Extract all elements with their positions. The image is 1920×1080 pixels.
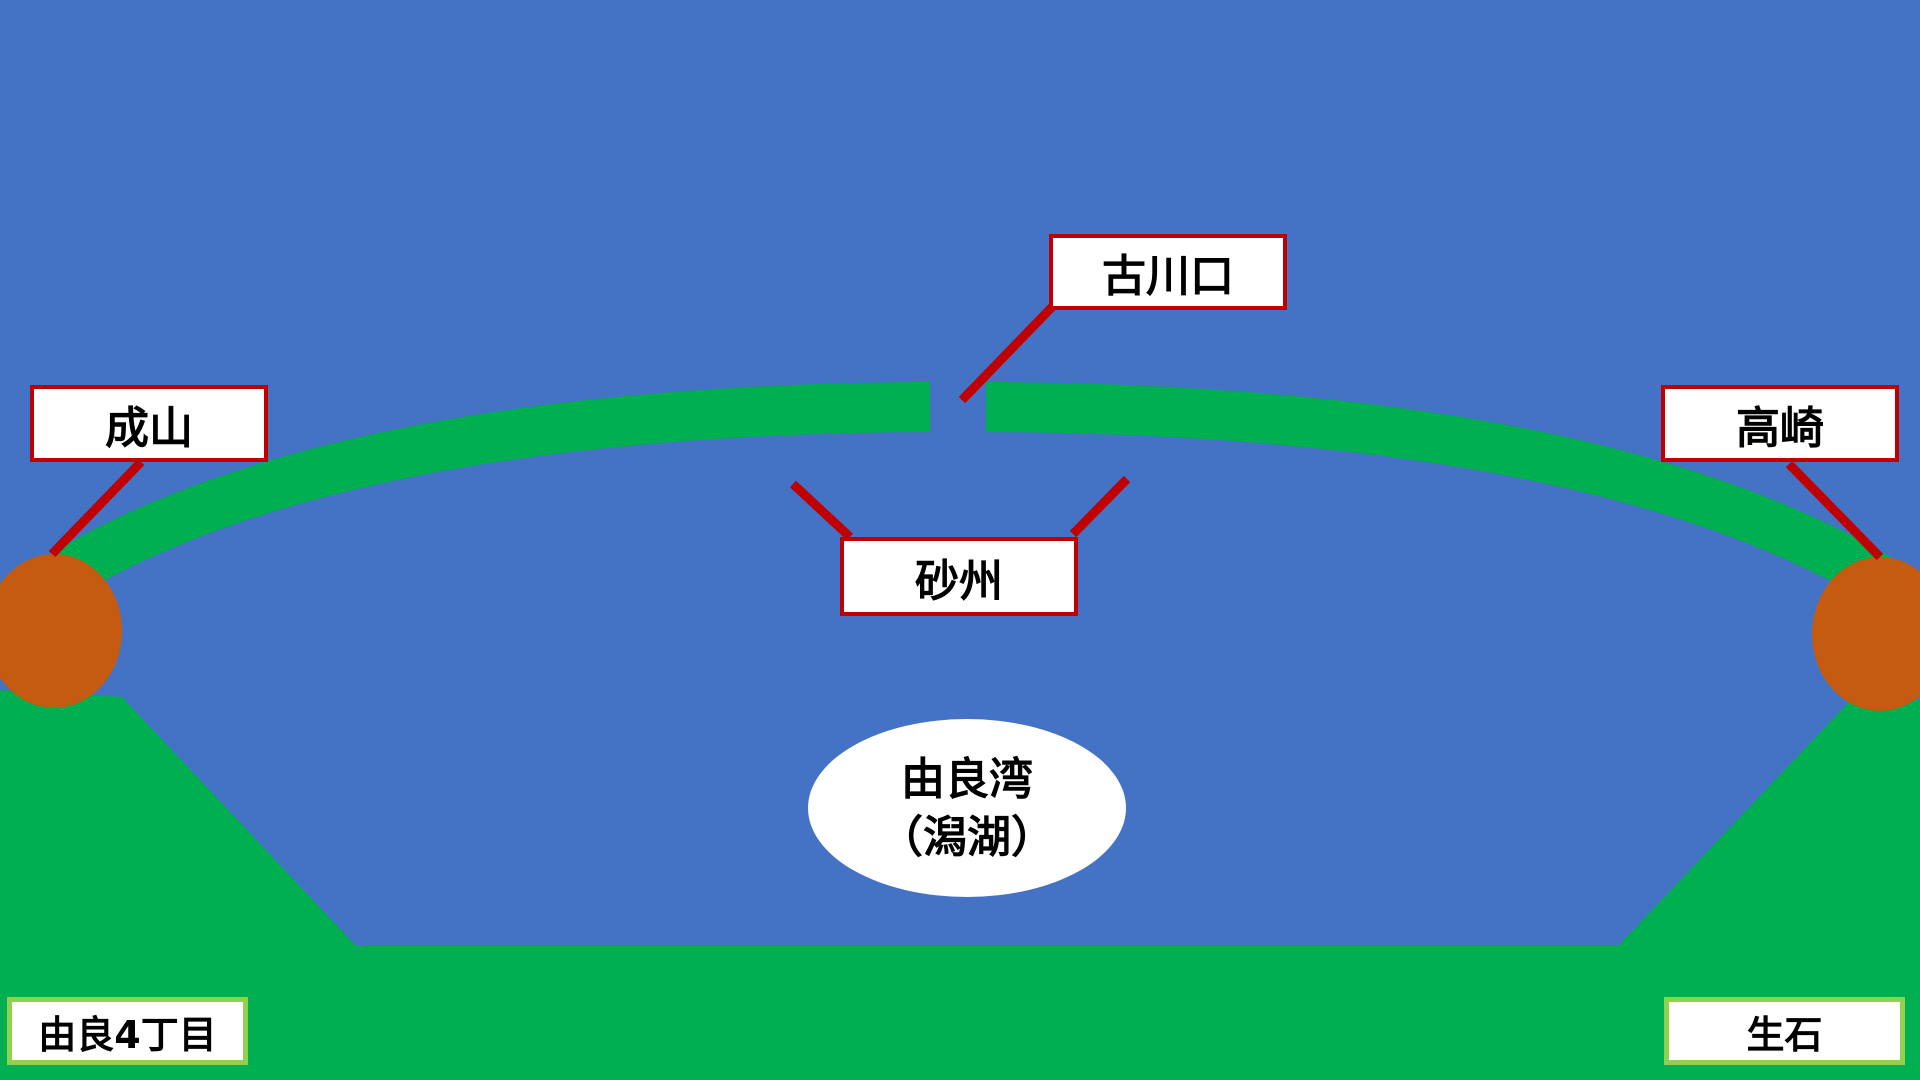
headland-right <box>1812 557 1920 711</box>
sandbar-left <box>41 382 931 602</box>
label-takasaki: 高崎 <box>1661 385 1899 462</box>
label-oishi: 生石 <box>1664 997 1905 1065</box>
headland-left <box>0 554 122 708</box>
label-yura-4chome: 由良4丁目 <box>7 997 248 1065</box>
leader-line-naruyama <box>48 458 145 558</box>
leader-line-takasaki <box>1785 460 1884 561</box>
lagoon-label: 由良湾 （潟湖） <box>808 720 1126 898</box>
lagoon-ellipse <box>808 719 1126 897</box>
label-furukawaguchi: 古川口 <box>1049 234 1287 310</box>
lagoon-label-line2: （潟湖） <box>879 812 1055 863</box>
leader-line-furukawaguchi <box>958 303 1056 404</box>
leader-line-sasu-left <box>789 480 854 541</box>
lagoon-label-line1: 由良湾 <box>901 754 1033 805</box>
sandbar-right <box>985 382 1893 602</box>
land-coast <box>0 690 1920 1080</box>
label-naruyama: 成山 <box>30 385 268 462</box>
leader-line-sasu-right <box>1069 475 1131 538</box>
label-sasu: 砂州 <box>840 537 1078 616</box>
